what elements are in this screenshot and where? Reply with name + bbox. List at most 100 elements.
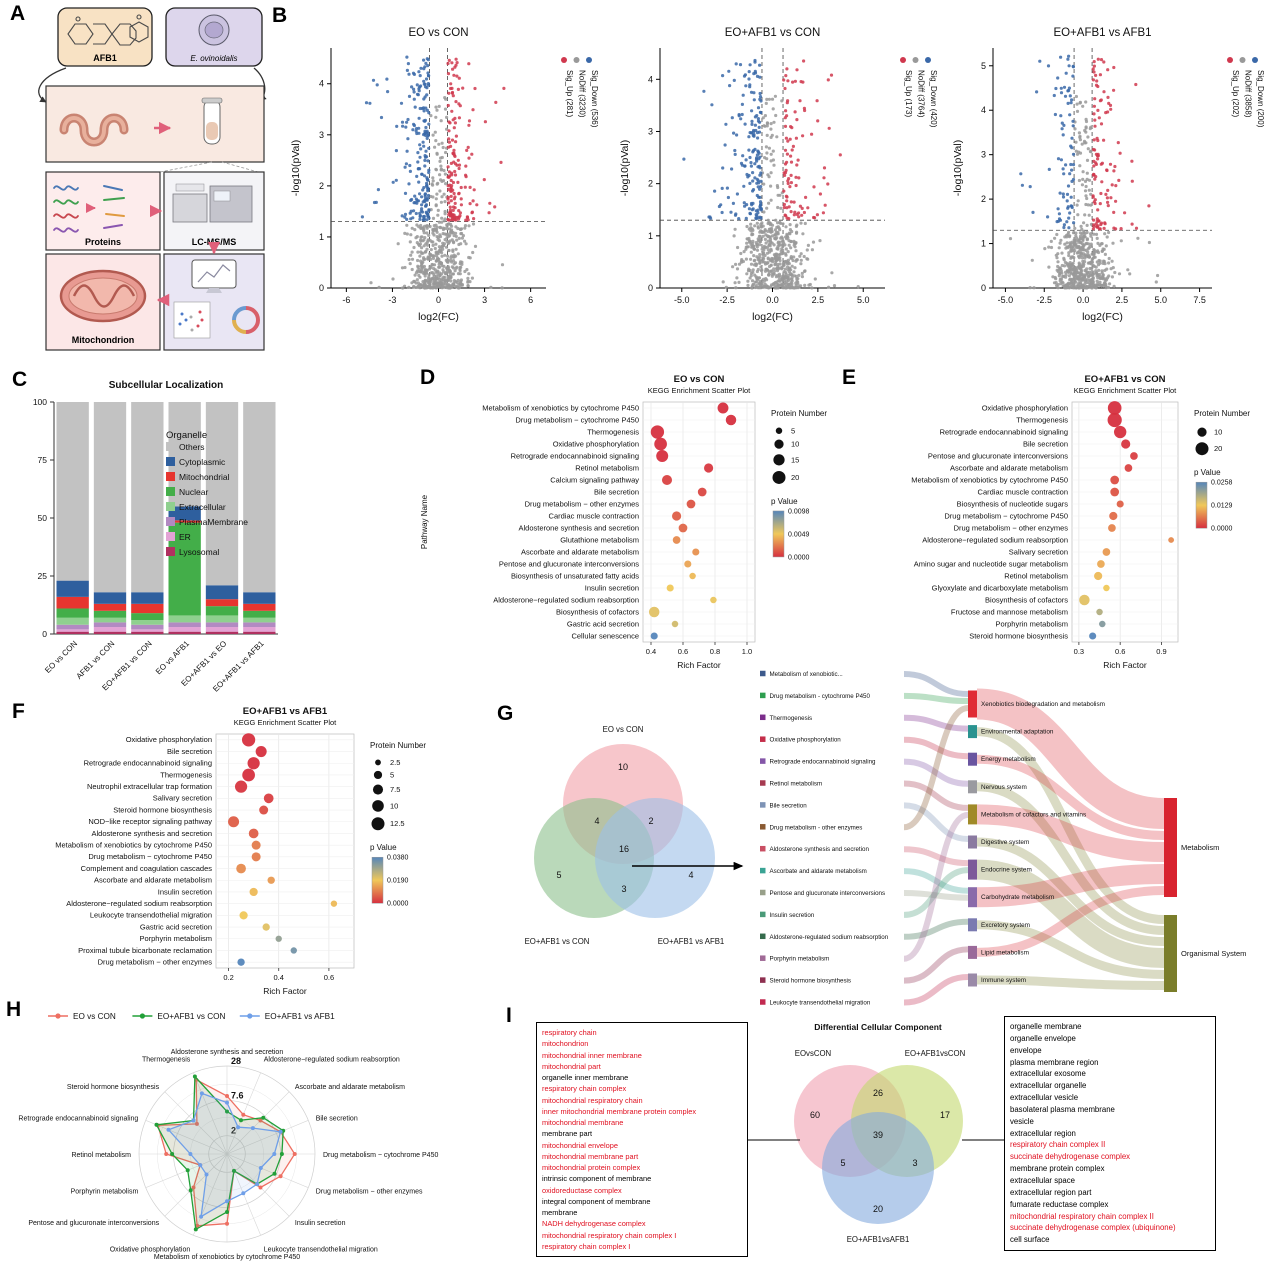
pvalue-legend-title: p Value: [1194, 468, 1221, 477]
legend-label: Sig_Up (281): [565, 70, 574, 117]
kegg-dot: [251, 852, 261, 862]
legend-dot: [925, 57, 931, 63]
go-term: cell surface: [1010, 1235, 1050, 1245]
sankey-left-label: Drug metabolism - other enzymes: [770, 824, 863, 831]
pathway-label: Retinol metabolism: [1004, 571, 1068, 580]
radar-axis-label: Aldosterone−regulated sodium reabsorptio…: [264, 1056, 400, 1063]
svg-text:0.9: 0.9: [1156, 647, 1166, 656]
bar-segment-Mitochondrial: [131, 603, 164, 614]
svg-text:3: 3: [319, 130, 324, 140]
pathway-label: Drug metabolism − cytochrome P450: [88, 852, 212, 861]
venn-count-AB: 26: [873, 1088, 883, 1098]
data-points: [682, 58, 860, 290]
radar-axis-label: Steroid hormone biosynthesis: [67, 1084, 160, 1091]
sankey-mid-node: [968, 690, 977, 718]
venn-set-label: EO+AFB1 vs CON: [525, 937, 590, 946]
sankey-left-swatch: [760, 911, 766, 918]
kegg-dot: [678, 523, 688, 533]
data-points: [1008, 54, 1160, 290]
bar-segment-Others: [205, 402, 239, 586]
legend-label: Extracellular: [179, 502, 226, 512]
size-legend-dot: [372, 784, 384, 795]
go-term: extracellular region part: [1010, 1187, 1092, 1197]
kegg-dot: [697, 487, 707, 497]
chart-title: EO vs CON: [408, 27, 468, 39]
volcano-mini-icon: [173, 301, 211, 339]
kegg-dot: [267, 876, 275, 884]
bar-segment-Cytoplasmic: [93, 592, 127, 604]
go-term: mitochondrial part: [542, 1061, 601, 1071]
svg-text:0.8: 0.8: [710, 647, 720, 656]
radar-axis-label: Retrograde endocannabinoid signaling: [18, 1115, 138, 1122]
bar-segment-Lysosomal: [243, 631, 276, 634]
sankey-mid-label: Xenobiotics biodegradation and metabolis…: [981, 701, 1105, 708]
pathway-label: Steroid hormone biosynthesis: [969, 631, 1068, 640]
bar-segment-Nuclear: [243, 610, 276, 618]
legend-swatch: [166, 517, 175, 526]
bar-segment-Mitochondrial: [243, 603, 276, 611]
sankey-left-label: Aldosterone-regulated sodium reabsorptio…: [770, 934, 889, 941]
y-axis-label: Pathway Name: [420, 494, 429, 549]
legend-dot: [586, 57, 592, 63]
pathway-label: Aldosterone−regulated sodium reabsorptio…: [66, 899, 212, 908]
venn-set-label: EO+AFB1vsAFB1: [847, 1235, 910, 1244]
pathway-label: Gastric acid secretion: [567, 619, 639, 628]
sankey-mid-node: [968, 752, 977, 766]
pathway-label: Aldosterone−regulated sodium reabsorptio…: [922, 535, 1068, 544]
legend-swatch: [166, 532, 175, 541]
kegg-dot: [1108, 524, 1116, 532]
bar-segment-Nuclear: [131, 613, 164, 621]
pathway-label: Biosynthesis of unsaturated fatty acids: [511, 571, 639, 580]
pathway-label: Glyoxylate and dicarboxylate metabolism: [932, 583, 1068, 592]
kegg-dot: [259, 805, 269, 815]
svg-text:6: 6: [528, 295, 533, 305]
go-term: succinate dehydrogenase complex: [1010, 1152, 1131, 1162]
go-term: membrane protein complex: [1010, 1164, 1105, 1174]
lcms-label: LC-MS/MS: [192, 237, 237, 247]
pathway-label: Cardiac muscle contraction: [549, 511, 639, 520]
venn-count-A: 10: [618, 762, 628, 772]
sankey-mid-node: [968, 859, 977, 880]
sankey-left-swatch: [760, 889, 766, 896]
bar-segment-PlasmaMembrane: [205, 622, 239, 628]
kegg-dot: [1103, 584, 1110, 592]
svg-text:-5.0: -5.0: [674, 295, 690, 305]
svg-text:0: 0: [436, 295, 441, 305]
bar-segment-Lysosomal: [168, 631, 201, 634]
legend-label: Lysosomal: [179, 547, 219, 557]
venn-count-C: 4: [688, 870, 693, 880]
pathway-label: Drug metabolism − other enzymes: [525, 499, 640, 508]
x-axis-label: Rich Factor: [677, 660, 721, 670]
bar-segment-Extracellular: [131, 620, 164, 625]
pathway-label: Complement and coagulation cascades: [81, 864, 213, 873]
legend-label: NoDiff (3764): [917, 70, 926, 118]
bar-segment-PlasmaMembrane: [56, 624, 89, 630]
afb1-box: [57, 7, 153, 67]
chart-title: EO+AFB1 vs AFB1: [243, 706, 328, 717]
bar-segment-PlasmaMembrane: [93, 622, 127, 628]
size-legend-title: Protein Number: [370, 741, 426, 750]
size-legend-dot: [372, 800, 384, 812]
x-axis-label: log2(FC): [1082, 311, 1123, 323]
sankey-mid-label: Carbohydrate metabolism: [981, 894, 1054, 901]
svg-text:-6: -6: [342, 295, 350, 305]
go-term: mitochondrial inner membrane: [542, 1050, 642, 1060]
svg-text:0.6: 0.6: [324, 973, 334, 982]
bar-segment-Lysosomal: [205, 631, 239, 634]
pathway-label: Insulin secretion: [158, 887, 212, 896]
sankey-left-swatch: [760, 977, 766, 983]
bar-segment-Extracellular: [56, 617, 89, 625]
svg-text:10: 10: [1214, 428, 1222, 437]
sankey-mid-node: [968, 835, 977, 849]
legend-dot: [573, 57, 580, 63]
bar-category-label: EO vs AFB1: [154, 639, 192, 677]
pvalue-legend-title: p Value: [771, 497, 798, 506]
sankey-mid-label: Excretory system: [981, 922, 1030, 929]
